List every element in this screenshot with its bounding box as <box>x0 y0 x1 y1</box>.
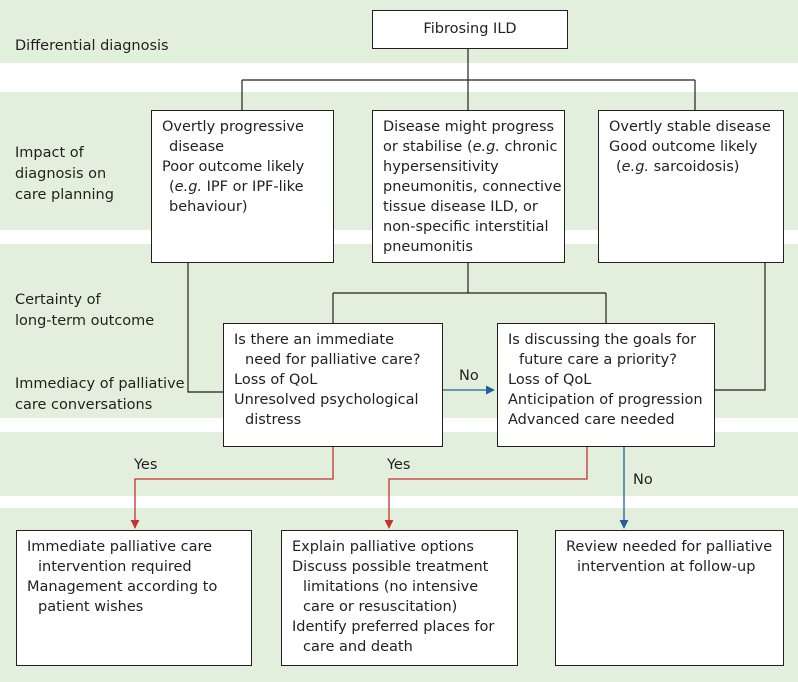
node-fibrosing-ild: Fibrosing ILD <box>372 10 568 49</box>
node-immediate-intervention: Immediate palliative care intervention r… <box>16 530 252 666</box>
node-immediate-need: Is there an immediate need for palliativ… <box>223 323 443 447</box>
node-goals-priority: Is discussing the goals for future care … <box>497 323 715 447</box>
row-label-differential: Differential diagnosis <box>15 38 169 54</box>
node-review-followup: Review needed for palliative interventio… <box>555 530 784 666</box>
edge-label-no-middle: No <box>459 368 479 384</box>
node-explain-options: Explain palliative options Discuss possi… <box>281 530 518 666</box>
connector-stable-to-goals <box>715 263 766 391</box>
edge-label-no-right: No <box>633 472 653 488</box>
arrow-yes-right <box>384 447 588 529</box>
node-overtly-progressive: Overtly progressive disease Poor outcome… <box>151 110 334 263</box>
row-label-impact: Impact of diagnosis on care planning <box>15 145 114 203</box>
arrow-yes-left <box>130 447 334 529</box>
edge-label-yes-left: Yes <box>134 457 158 473</box>
edge-label-yes-right: Yes <box>387 457 411 473</box>
node-might-progress: Disease might progress or stabilise (e.g… <box>372 110 565 263</box>
node-overtly-stable: Overtly stable disease Good outcome like… <box>598 110 784 263</box>
row-label-immediacy: Immediacy of palliative care conversatio… <box>15 376 185 413</box>
connector-progressive-to-immediate <box>187 263 223 393</box>
row-label-certainty: Certainty of long-term outcome <box>15 292 155 329</box>
